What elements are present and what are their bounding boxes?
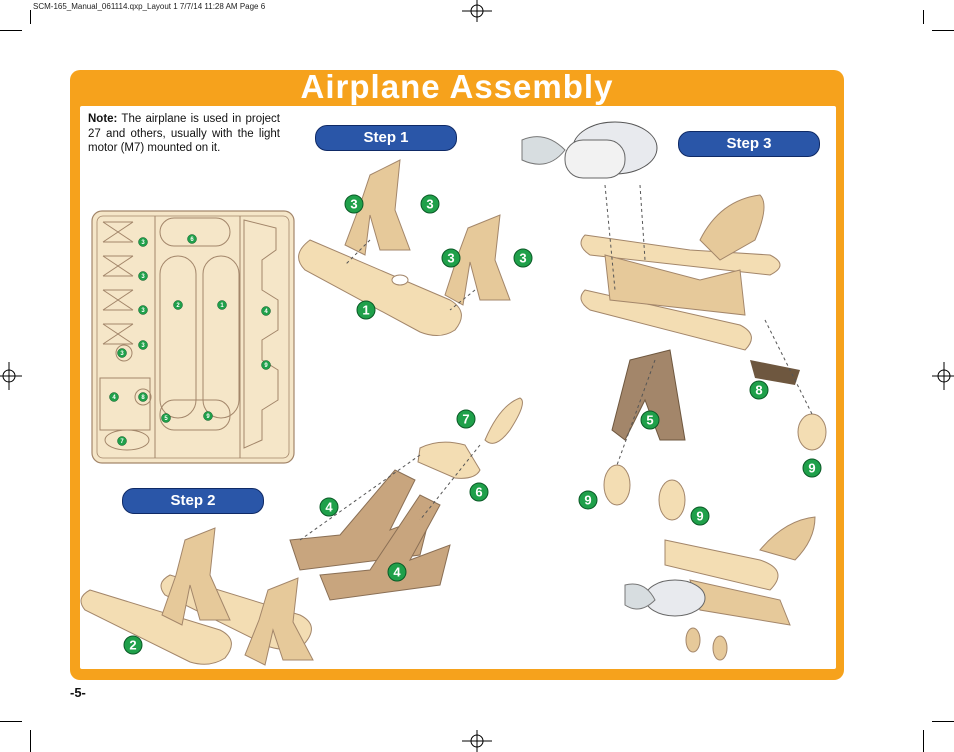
part-badge-step2 [387, 562, 407, 582]
note-text: The airplane is used in project 27 and o… [88, 113, 280, 154]
step1-assembly [298, 159, 511, 336]
part-badge-sheet [203, 411, 213, 421]
part-badge-step1 [344, 194, 364, 214]
part-number-step3: 5 [646, 413, 653, 428]
part-badge-sheet [138, 271, 148, 281]
part-number-step3: 9 [808, 461, 815, 476]
part-number-step2: 7 [462, 412, 469, 427]
part-badge-sheet [109, 392, 119, 402]
crop-mark [932, 30, 954, 31]
part-number-sheet: 3 [141, 274, 145, 280]
part-number-sheet: 9 [206, 414, 210, 420]
part-number-step2: 4 [393, 565, 401, 580]
part-badge-step1 [513, 248, 533, 268]
part-number-step1: 3 [519, 251, 526, 266]
part-badge-sheet [138, 237, 148, 247]
crop-mark [30, 730, 31, 752]
part-number-step2: 4 [325, 500, 333, 515]
part-number-sheet: 9 [264, 363, 268, 369]
part-number-sheet: 3 [141, 343, 145, 349]
part-badge-step2 [123, 635, 143, 655]
step2-assembly [80, 397, 523, 666]
part-badge-step3 [802, 458, 822, 478]
part-badge-step3 [640, 410, 660, 430]
part-number-badges: 3 6 3 2 1 3 3 4 3 9 4 5 8 9 7 3 3 3 3 1 2 4 4 6 7 8 5 9 9 9 [109, 194, 822, 655]
part-badge-step1 [356, 300, 376, 320]
crop-mark [0, 721, 22, 722]
crop-mark [0, 30, 22, 31]
part-number-sheet: 3 [120, 351, 124, 357]
crop-mark [923, 730, 924, 752]
crop-mark [932, 721, 954, 722]
print-slug: SCM-165_Manual_061114.qxp_Layout 1 7/7/1… [33, 2, 266, 11]
part-badge-step2 [319, 497, 339, 517]
part-badge-sheet [187, 234, 197, 244]
part-number-sheet: 1 [220, 303, 224, 309]
part-number-sheet: 5 [164, 416, 168, 422]
step-1-label: Step 1 [315, 125, 457, 151]
part-number-sheet: 8 [141, 395, 145, 401]
part-badge-step1 [441, 248, 461, 268]
part-number-step1: 1 [362, 303, 369, 318]
step3-biplane [521, 121, 827, 661]
part-badge-sheet [173, 300, 183, 310]
part-number-sheet: 6 [190, 237, 194, 243]
page-number: -5- [70, 685, 86, 700]
part-badge-sheet [138, 392, 148, 402]
part-number-sheet: 7 [120, 439, 124, 445]
part-badge-step2 [456, 409, 476, 429]
part-number-step2: 6 [475, 485, 482, 500]
part-number-step2: 2 [129, 638, 136, 653]
part-badge-sheet [117, 436, 127, 446]
part-number-step3: 9 [584, 493, 591, 508]
part-number-step1: 3 [350, 197, 357, 212]
part-number-sheet: 4 [264, 309, 268, 315]
part-badge-sheet [138, 340, 148, 350]
part-badge-step1 [420, 194, 440, 214]
step-3-label: Step 3 [678, 131, 820, 157]
part-badge-sheet [261, 360, 271, 370]
part-number-sheet: 2 [176, 303, 180, 309]
part-badge-sheet [117, 348, 127, 358]
part-badge-sheet [217, 300, 227, 310]
crop-mark [923, 10, 924, 24]
part-badge-step3 [690, 506, 710, 526]
part-number-step3: 9 [696, 509, 703, 524]
parts-sheet [91, 210, 295, 464]
part-number-sheet: 3 [141, 240, 145, 246]
part-number-step1: 3 [447, 251, 454, 266]
page-title: Airplane Assembly [300, 68, 614, 105]
part-number-step3: 8 [755, 383, 762, 398]
crop-mark [30, 10, 31, 24]
step-2-label: Step 2 [122, 488, 264, 514]
part-badge-sheet [261, 306, 271, 316]
part-badge-step3 [578, 490, 598, 510]
part-badge-step3 [749, 380, 769, 400]
part-badge-step2 [469, 482, 489, 502]
part-number-sheet: 3 [141, 308, 145, 314]
part-number-sheet: 4 [112, 395, 116, 401]
part-badge-sheet [161, 413, 171, 423]
part-badge-sheet [138, 305, 148, 315]
part-number-step1: 3 [426, 197, 433, 212]
note-paragraph: Note: The airplane is used in project 27… [88, 112, 280, 156]
note-label: Note: [88, 113, 118, 125]
